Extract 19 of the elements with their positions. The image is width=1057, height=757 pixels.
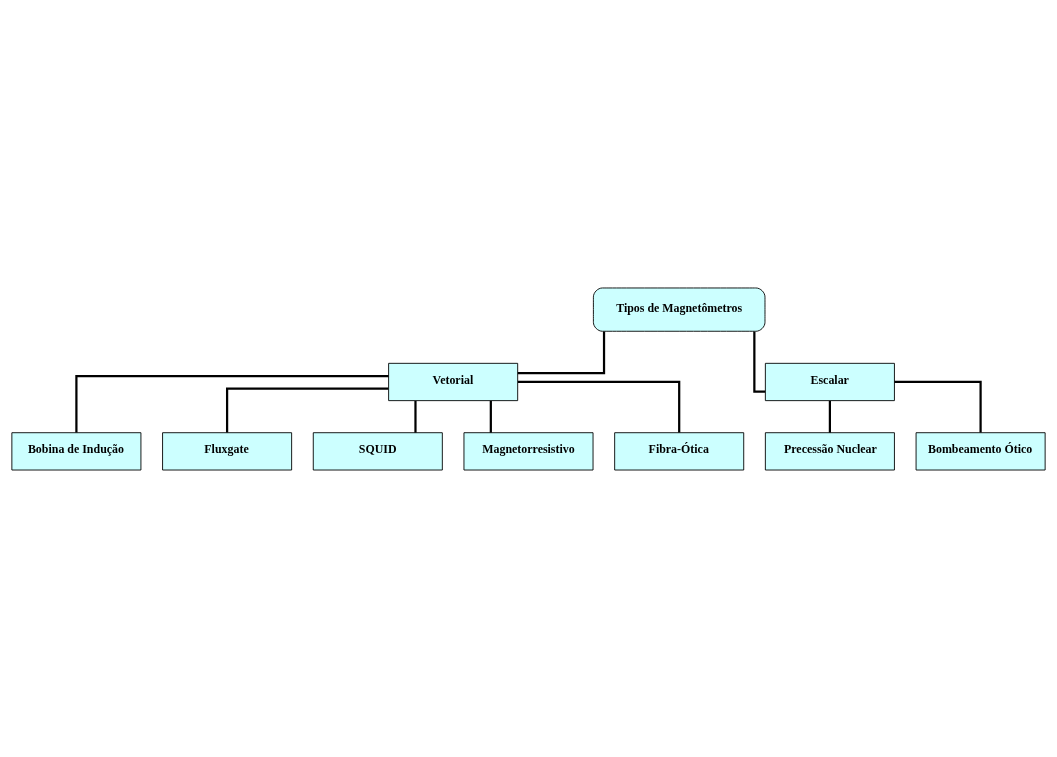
node-box: Bombeamento Ótico [915,431,1046,470]
connector [517,380,681,432]
node-box: Precessão Nuclear [764,431,895,470]
connector [517,330,606,374]
connector [75,374,389,433]
node-box: Magnetorresistivo [463,431,594,470]
node-box: Tipos de Magnetômetros [592,287,766,332]
connector [226,387,389,433]
connector [894,380,982,432]
node-box: SQUID [312,431,443,470]
node-box: Escalar [764,362,895,401]
connector [489,400,492,433]
connector [414,400,417,433]
node-box: Vetorial [388,362,519,401]
connector [828,400,831,433]
node-box: Fibra-Ótica [614,431,745,470]
connector [753,330,766,393]
node-box: Bobina de Indução [11,431,142,470]
node-box: Fluxgate [162,431,293,470]
